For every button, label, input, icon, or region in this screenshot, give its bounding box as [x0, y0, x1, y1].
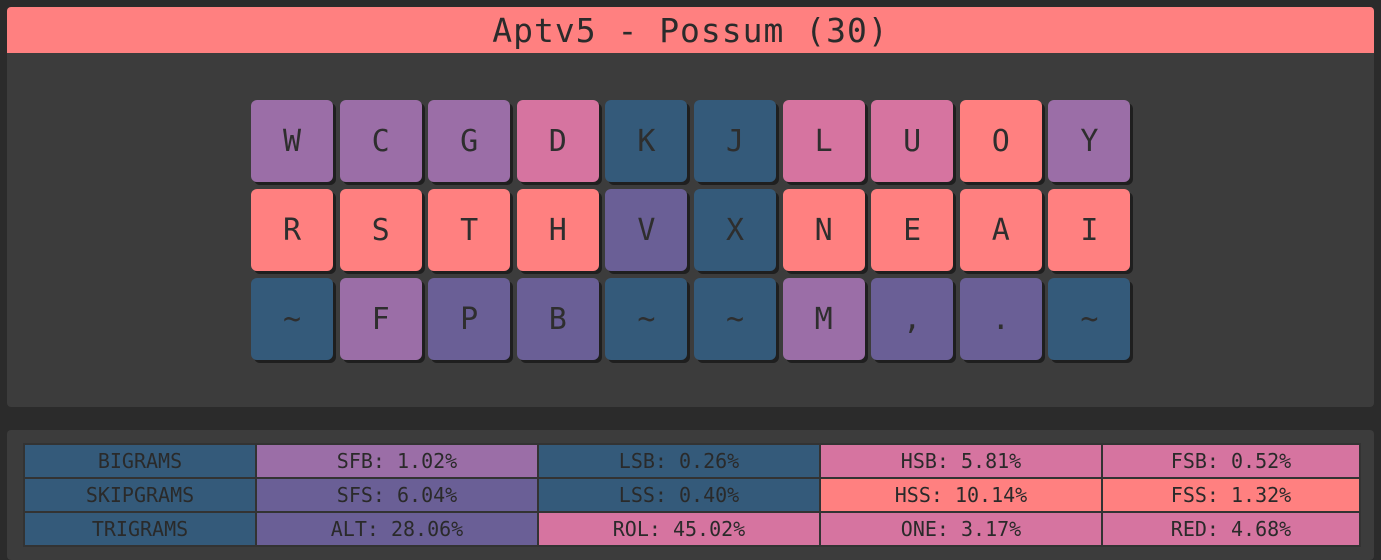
key: V: [605, 189, 688, 271]
key: ~: [1048, 278, 1131, 360]
stats-cell: FSS: 1.32%: [1101, 477, 1361, 513]
key: ,: [871, 278, 954, 360]
stats-row-header: TRIGRAMS: [23, 511, 257, 547]
key: B: [516, 278, 599, 360]
stats-cell: HSB: 5.81%: [819, 443, 1103, 479]
stats-cell: ROL: 45.02%: [537, 511, 821, 547]
stats-cell: LSB: 0.26%: [537, 443, 821, 479]
stats-cell: FSB: 0.52%: [1101, 443, 1361, 479]
key: I: [1048, 189, 1131, 271]
stats-cell: RED: 4.68%: [1101, 511, 1361, 547]
key: J: [694, 100, 776, 182]
stats-cell: SFS: 6.04%: [255, 477, 539, 513]
key: ~: [694, 278, 776, 360]
key: Y: [1048, 100, 1131, 182]
key: A: [959, 189, 1042, 271]
key: X: [694, 189, 776, 271]
key: O: [959, 100, 1042, 182]
key: N: [782, 189, 865, 271]
stats-row-header: SKIPGRAMS: [23, 477, 257, 513]
key: ~: [605, 278, 688, 360]
key: F: [339, 278, 422, 360]
stats-cell: ALT: 28.06%: [255, 511, 539, 547]
key: U: [871, 100, 954, 182]
stats-cell: HSS: 10.14%: [819, 477, 1103, 513]
key: ~: [251, 278, 333, 360]
stats-cell: SFB: 1.02%: [255, 443, 539, 479]
stats-row-header: BIGRAMS: [23, 443, 257, 479]
key: T: [428, 189, 511, 271]
key: .: [959, 278, 1042, 360]
key: S: [339, 189, 422, 271]
key: L: [782, 100, 865, 182]
key: C: [339, 100, 422, 182]
stats-cell: ONE: 3.17%: [819, 511, 1103, 547]
key: E: [871, 189, 954, 271]
layout-title: Aptv5 - Possum (30): [7, 7, 1374, 53]
stats-cell: LSS: 0.40%: [537, 477, 821, 513]
key: W: [251, 100, 333, 182]
key: G: [428, 100, 511, 182]
key: H: [516, 189, 599, 271]
key: D: [516, 100, 599, 182]
key: M: [782, 278, 865, 360]
key: R: [251, 189, 333, 271]
key: K: [605, 100, 688, 182]
key: P: [428, 278, 511, 360]
